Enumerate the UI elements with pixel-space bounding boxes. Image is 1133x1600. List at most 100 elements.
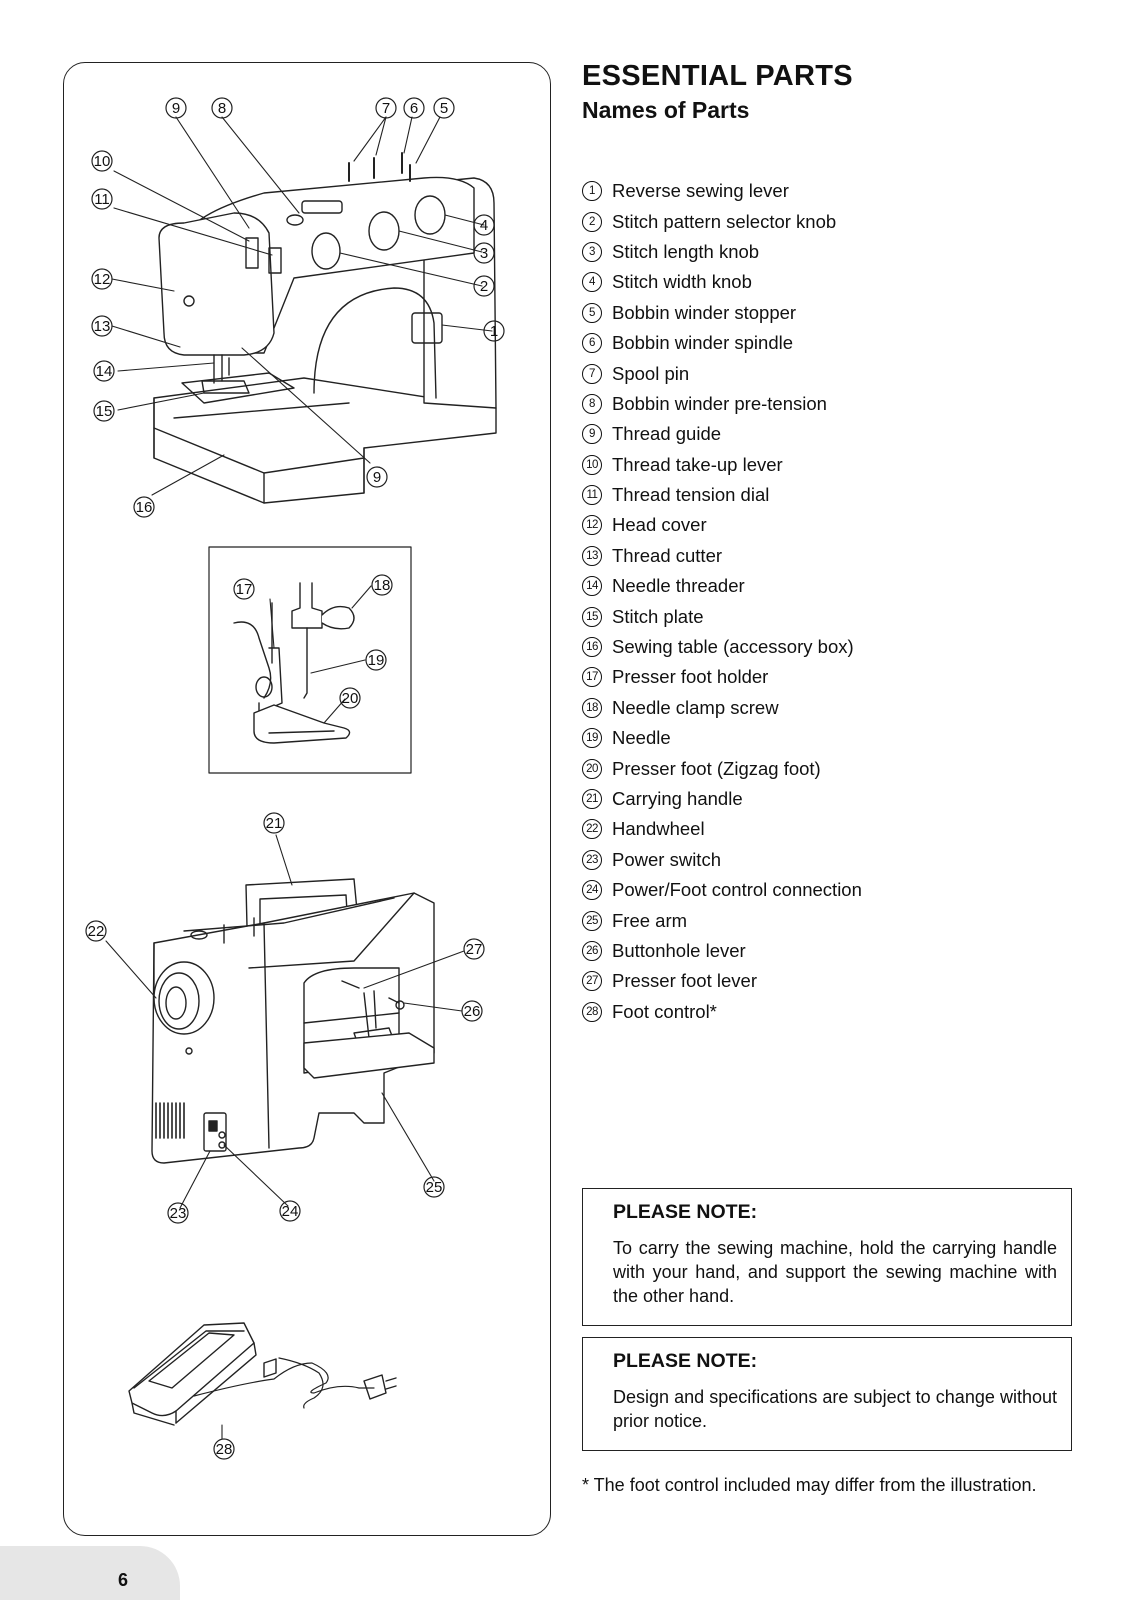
- callout-rear-25: 25: [426, 1179, 443, 1196]
- part-label: Needle: [612, 727, 671, 749]
- part-number: 7: [582, 363, 602, 384]
- list-item: 27 Presser foot lever: [582, 966, 862, 996]
- callout-rear-24: 24: [282, 1203, 299, 1220]
- list-item: 5 Bobbin winder stopper: [582, 298, 862, 328]
- part-number: 14: [582, 576, 602, 597]
- list-item: 8 Bobbin winder pre-tension: [582, 389, 862, 419]
- needle-detail-drawing: [233, 582, 355, 744]
- part-number: 5: [582, 302, 602, 323]
- part-label: Reverse sewing lever: [612, 180, 789, 202]
- sewing-machine-illustrations: 9 8 7 6 5 10 11 4 3 12 2 13 1 14 15 9 16…: [85, 97, 505, 1460]
- callout-front-13: 13: [94, 318, 111, 335]
- callout-numbers: 9 8 7 6 5 10 11 4 3 12 2 13 1 14 15 9 16…: [85, 97, 505, 1460]
- front-view-machine: [153, 152, 497, 504]
- callout-front-5: 5: [440, 100, 448, 117]
- part-number: 20: [582, 758, 602, 779]
- callout-front-7: 7: [382, 100, 390, 117]
- callout-front-9b: 9: [373, 469, 381, 486]
- callout-front-11: 11: [94, 191, 110, 208]
- part-number: 2: [582, 211, 602, 232]
- needle-detail-frame: [208, 546, 412, 774]
- callout-rear: 21 22 27 26 25 23 24: [85, 812, 485, 1224]
- list-item: 14 Needle threader: [582, 571, 862, 601]
- part-label: Needle threader: [612, 575, 745, 597]
- part-number: 27: [582, 971, 602, 992]
- callout-detail-19: 19: [368, 652, 385, 669]
- page-number: 6: [118, 1570, 129, 1590]
- front-view-leaders: [111, 116, 493, 496]
- part-number: 15: [582, 606, 602, 627]
- part-label: Thread take-up lever: [612, 453, 783, 475]
- footnote: * The foot control included may differ f…: [582, 1475, 1037, 1495]
- part-label: Foot control*: [612, 1000, 717, 1022]
- part-label: Presser foot holder: [612, 666, 769, 688]
- part-number: 13: [582, 545, 602, 566]
- callout-front-3: 3: [480, 245, 488, 262]
- note-text: To carry the sewing machine, hold the ca…: [613, 1238, 1057, 1306]
- part-number: 26: [582, 940, 602, 961]
- list-item: 25 Free arm: [582, 905, 862, 935]
- note-text: Design and specifications are subject to…: [613, 1387, 1057, 1431]
- callout-rear-23: 23: [170, 1205, 187, 1222]
- note-box-specifications: PLEASE NOTE: Design and specifications a…: [582, 1337, 1072, 1451]
- illustration-panel: 9 8 7 6 5 10 11 4 3 12 2 13 1 14 15 9 16…: [63, 62, 551, 1536]
- rear-view-machine: [151, 878, 435, 1164]
- part-number: 22: [582, 819, 602, 840]
- part-label: Stitch plate: [612, 605, 704, 627]
- note-title: PLEASE NOTE:: [613, 1350, 758, 1372]
- callout-front-10: 10: [94, 153, 111, 170]
- rear-view-leaders: [105, 834, 465, 1209]
- callout-front-15: 15: [96, 403, 113, 420]
- callout-rear-22: 22: [88, 923, 105, 940]
- part-number: 6: [582, 333, 602, 354]
- callout-front-2: 2: [480, 278, 488, 295]
- part-label: Stitch pattern selector knob: [612, 210, 837, 232]
- part-label: Bobbin winder pre-tension: [612, 392, 827, 414]
- list-item: 20 Presser foot (Zigzag foot): [582, 753, 862, 783]
- list-item: 18 Needle clamp screw: [582, 693, 862, 723]
- part-number: 4: [582, 272, 602, 293]
- page-tab: [0, 1546, 180, 1600]
- callout-front-8: 8: [218, 100, 226, 117]
- part-label: Presser foot lever: [612, 970, 757, 992]
- part-label: Thread tension dial: [612, 484, 770, 506]
- part-number: 8: [582, 393, 602, 414]
- callout-front-16: 16: [136, 499, 153, 516]
- needle-detail-leaders: [269, 585, 372, 724]
- callout-rear-26: 26: [464, 1003, 481, 1020]
- callout-front-4: 4: [480, 217, 488, 234]
- list-item: 2 Stitch pattern selector knob: [582, 206, 862, 236]
- part-number: 25: [582, 910, 602, 931]
- callout-front: 9 8 7 6 5 10 11 4 3 12 2 13 1 14 15 9 16: [91, 97, 505, 518]
- part-number: 18: [582, 697, 602, 718]
- callout-front-12: 12: [94, 271, 111, 288]
- part-label: Bobbin winder stopper: [612, 301, 797, 323]
- section-header: ESSENTIAL PARTS Names of Parts: [582, 58, 1092, 126]
- part-label: Bobbin winder spindle: [612, 332, 794, 354]
- part-label: Power/Foot control connection: [612, 879, 862, 901]
- part-label: Needle clamp screw: [612, 696, 779, 718]
- callout-front-14: 14: [96, 363, 113, 380]
- part-label: Presser foot (Zigzag foot): [612, 757, 821, 779]
- callout-foot-28: 28: [216, 1441, 233, 1458]
- part-label: Carrying handle: [612, 788, 743, 809]
- callout-front-6: 6: [410, 100, 418, 117]
- callout-foot: 28: [213, 1438, 235, 1460]
- callout-front-1: 1: [490, 323, 498, 340]
- part-label: Sewing table (accessory box): [612, 636, 854, 658]
- part-label: Free arm: [612, 909, 688, 931]
